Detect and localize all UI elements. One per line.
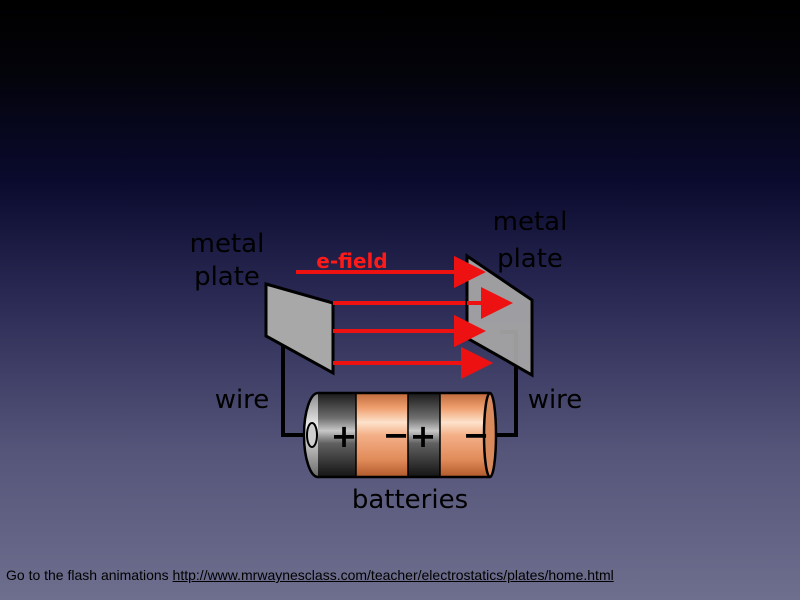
left-plate-label-line2: plate bbox=[194, 262, 260, 292]
right-plate-label-line2: plate bbox=[497, 244, 563, 274]
footer-prefix: Go to the flash animations bbox=[6, 567, 173, 583]
e-field-label: e-field bbox=[316, 249, 387, 273]
batteries: + − + − bbox=[302, 391, 498, 479]
batteries-label: batteries bbox=[352, 485, 468, 515]
battery-1-plus-sign: + bbox=[331, 417, 358, 455]
battery-2-minus-sign: − bbox=[463, 416, 490, 454]
battery-1-cap bbox=[318, 393, 356, 477]
left-metal-plate bbox=[264, 282, 335, 376]
battery-1-minus-sign: − bbox=[383, 416, 410, 454]
right-plate-label-line1: metal bbox=[493, 207, 568, 237]
flash-animations-link[interactable]: http://www.mrwaynesclass.com/teacher/ele… bbox=[172, 567, 614, 583]
right-wire-label: wire bbox=[528, 385, 583, 415]
battery-2-plus-sign: + bbox=[410, 417, 437, 455]
battery-1-body bbox=[356, 393, 408, 477]
left-plate-label-line1: metal bbox=[190, 229, 265, 259]
left-wire-label: wire bbox=[215, 385, 270, 415]
battery-2-body bbox=[440, 393, 490, 477]
footer-note: Go to the flash animations http://www.mr… bbox=[6, 567, 614, 583]
battery-2-cap bbox=[408, 393, 440, 477]
